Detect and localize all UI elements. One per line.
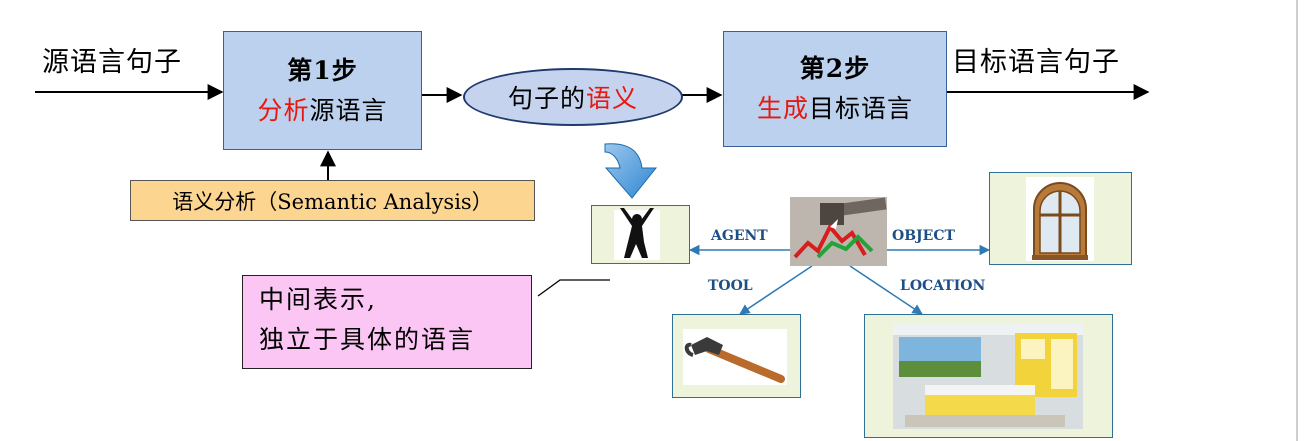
relation-location-label: LOCATION <box>900 278 986 294</box>
step2-box: 第2步 生成目标语言 <box>723 31 947 147</box>
arrow-tool <box>739 265 813 315</box>
hammer-icon <box>683 329 787 385</box>
agent-image-frame <box>591 205 690 264</box>
big-down-arrow-icon <box>604 143 658 199</box>
bedroom-icon <box>893 323 1083 429</box>
object-image-frame <box>989 172 1132 265</box>
action-hit-image <box>790 197 887 266</box>
relation-object-label: OBJECT <box>892 228 955 244</box>
step1-title: 第1步 <box>287 55 358 85</box>
step2-highlight: 生成 <box>756 94 809 123</box>
relation-tool-label: TOOL <box>708 278 753 294</box>
note-line2: 独立于具体的语言 <box>259 325 476 354</box>
tool-image-frame <box>672 314 801 398</box>
step2-rest: 目标语言 <box>809 94 914 123</box>
location-image-frame <box>864 314 1113 438</box>
note-callout-line <box>537 279 610 297</box>
step1-highlight: 分析 <box>257 95 310 125</box>
arrow-location <box>849 265 923 315</box>
meaning-highlight: 语义 <box>586 84 639 113</box>
step1-rest: 源语言 <box>309 95 388 125</box>
sentence-meaning-ellipse: 句子的语义 <box>463 68 683 126</box>
semantic-analysis-box: 语义分析（Semantic Analysis） <box>130 180 535 221</box>
intermediate-representation-note: 中间表示, 独立于具体的语言 <box>242 275 532 369</box>
right-edge-line <box>1296 0 1298 441</box>
meaning-prefix: 句子的 <box>507 84 586 113</box>
step2-title: 第2步 <box>799 54 871 83</box>
target-sentence-label: 目标语言句子 <box>952 47 1120 78</box>
note-line1: 中间表示, <box>259 285 377 314</box>
step1-desc: 分析源语言 <box>257 91 387 131</box>
step2-desc: 生成目标语言 <box>757 89 913 129</box>
person-arms-up-icon <box>614 208 660 260</box>
hammer-strike-icon <box>790 197 887 266</box>
source-sentence-label: 源语言句子 <box>42 47 182 78</box>
step1-box: 第1步 分析源语言 <box>223 31 422 150</box>
window-icon <box>1026 177 1094 261</box>
relation-agent-label: AGENT <box>711 228 768 244</box>
